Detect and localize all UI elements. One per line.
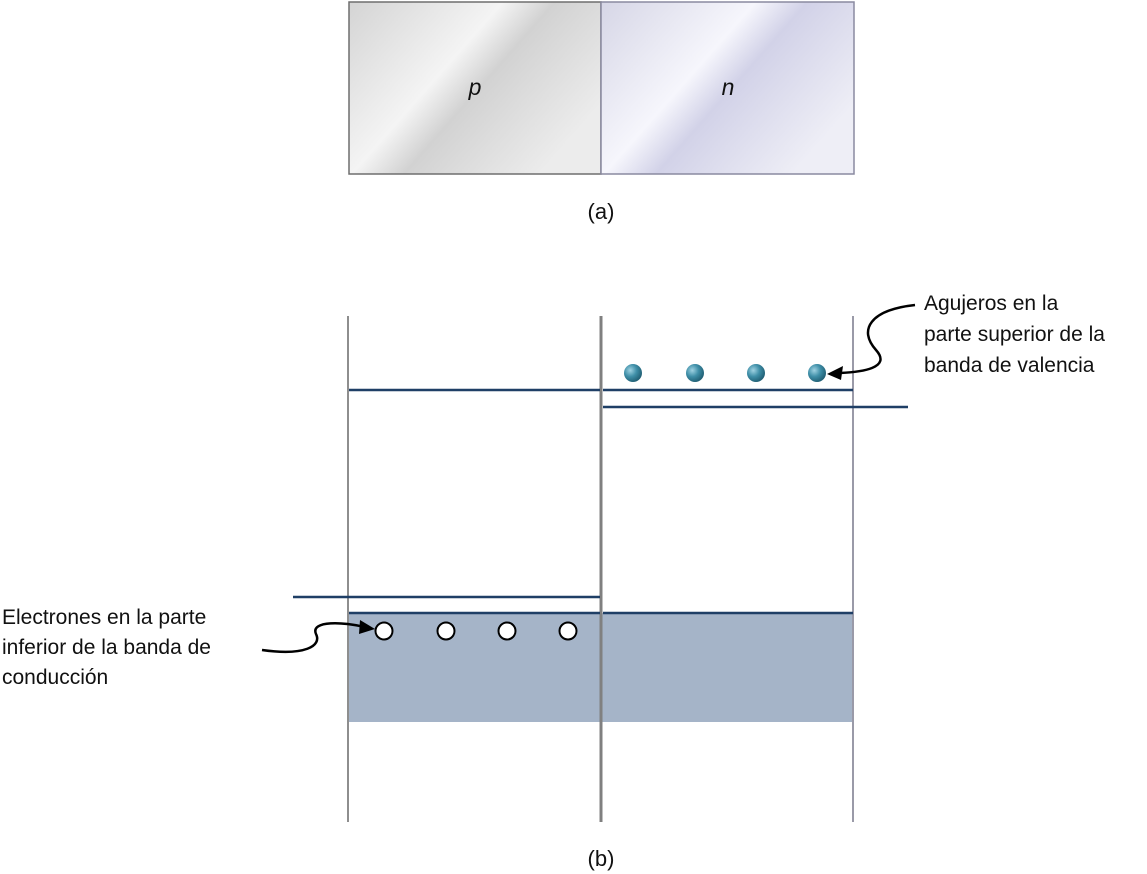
electron-circle [497, 621, 517, 641]
hole-ball [686, 364, 704, 382]
n-region-label: n [722, 74, 735, 100]
electron-circle [436, 621, 456, 641]
holes-label-line: Agujeros en la [924, 292, 1059, 315]
holes-callout-arrow [839, 303, 916, 375]
electrons-label-line: inferior de la banda de [2, 636, 211, 659]
electron-circle [558, 621, 578, 641]
electrons-callout-arrow [261, 622, 365, 654]
p-region-label: p [468, 74, 482, 100]
holes-label: Agujeros en la parte superior de la band… [924, 292, 1111, 377]
n-region [600, 1, 855, 175]
panel-a: p n (a) [348, 1, 855, 224]
electrons-label-line: Electrones en la parte [2, 606, 206, 629]
p-region [348, 1, 602, 175]
hole-ball [624, 364, 642, 382]
electron-circle [374, 621, 394, 641]
electrons-label-line: conducción [2, 666, 108, 689]
hole-ball [808, 364, 826, 382]
caption-a: (a) [588, 199, 615, 224]
electrons-label: Electrones en la parte inferior de la ba… [2, 606, 217, 689]
electrons-arrowhead [359, 620, 375, 634]
panel-b: Agujeros en la parte superior de la band… [2, 292, 1111, 871]
caption-b: (b) [588, 846, 615, 871]
holes-label-line: parte superior de la [924, 323, 1105, 346]
hole-ball [747, 364, 765, 382]
holes-arrowhead [827, 366, 843, 380]
holes-label-line: banda de valencia [924, 354, 1095, 377]
